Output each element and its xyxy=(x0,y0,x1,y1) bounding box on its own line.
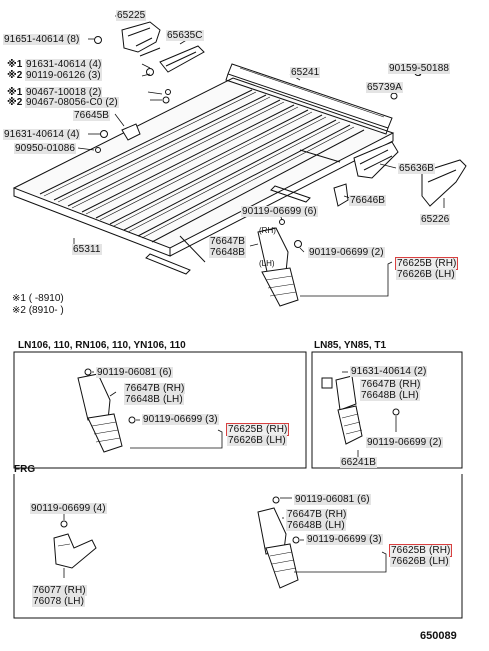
section-a-frame xyxy=(13,351,307,469)
marker-2b: ※2 xyxy=(7,97,23,108)
label-a-90119-06699: 90119-06699 (3) xyxy=(142,414,219,425)
label-c-90119-06081: 90119-06081 (6) xyxy=(294,494,371,505)
label-65226: 65226 xyxy=(420,214,451,225)
label-65311: 65311 xyxy=(72,244,102,255)
figure-code: 650089 xyxy=(420,630,457,642)
label-c-76077: 76077 (RH) xyxy=(32,585,87,596)
label-b-66241b: 66241B xyxy=(340,457,378,468)
section-b-frame xyxy=(311,351,463,469)
label-rh-small: (RH) xyxy=(259,226,276,235)
label-90159-50188: 90159-50188 xyxy=(388,63,451,74)
label-c-90119-06699-4: 90119-06699 (4) xyxy=(30,503,107,514)
section-b-title: LN85, YN85, T1 xyxy=(314,340,387,351)
label-65241: 65241 xyxy=(290,67,321,78)
label-b-90119-06699: 90119-06699 (2) xyxy=(366,437,443,448)
label-90119-06126: 90119-06126 (3) xyxy=(25,70,102,81)
label-65636b: 65636B xyxy=(398,163,436,174)
label-90467-10018: 90467-10018 (2) xyxy=(25,87,103,98)
label-76648b: 76648B xyxy=(209,247,247,258)
label-91631-40614-a: 91631-40614 (4) xyxy=(25,59,103,70)
mudguard-bracket-76646b xyxy=(333,183,349,207)
label-90467-08056-c0: 90467-08056-C0 (2) xyxy=(25,97,119,108)
section-a-parts xyxy=(77,368,223,453)
section-c-parts xyxy=(53,496,387,589)
label-76646b: 76646B xyxy=(349,195,387,206)
label-b-76647b: 76647B (RH) xyxy=(360,379,422,390)
marker-1a: ※1 xyxy=(7,59,23,70)
label-a-76626b: 76626B (LH) xyxy=(227,435,287,446)
label-65225: 65225 xyxy=(116,10,147,21)
label-65635c: 65635C xyxy=(166,30,204,41)
label-76625b-top: 76625B (RH) xyxy=(394,257,459,270)
legend-1: ※1 ( -8910) xyxy=(12,293,64,304)
bracket-65635c xyxy=(159,45,205,73)
side-rail-65241 xyxy=(225,63,393,135)
legend-2: ※2 (8910- ) xyxy=(12,305,64,316)
label-c-76625b: 76625B (RH) xyxy=(388,544,453,557)
marker-1b: ※1 xyxy=(7,87,23,98)
label-a-90119-06081: 90119-06081 (6) xyxy=(96,367,173,378)
label-76645b: 76645B xyxy=(73,110,111,121)
floor-panel-65311 xyxy=(12,77,395,275)
label-90119-06699-2: 90119-06699 (2) xyxy=(308,247,385,258)
section-c-title: FRG xyxy=(14,464,36,475)
label-c-90119-06699-3: 90119-06699 (3) xyxy=(306,534,383,545)
label-c-76626b: 76626B (LH) xyxy=(390,556,450,567)
label-b-91631-40614: 91631-40614 (2) xyxy=(350,366,428,377)
section-c-frame xyxy=(13,474,463,619)
label-91651-40614: 91651-40614 (8) xyxy=(3,34,81,45)
label-90950-01086: 90950-01086 xyxy=(14,143,77,154)
label-90119-06699-6: 90119-06699 (6) xyxy=(241,206,318,217)
bracket-65225 xyxy=(121,21,161,57)
label-91631-40614-b: 91631-40614 (4) xyxy=(3,129,81,140)
label-c-76648b: 76648B (LH) xyxy=(286,520,346,531)
label-c-76078: 76078 (LH) xyxy=(32,596,86,607)
label-lh-small: (LH) xyxy=(259,259,275,268)
label-76626b-top: 76626B (LH) xyxy=(396,269,456,280)
mudguard-top xyxy=(257,227,299,307)
label-76647b: 76647B xyxy=(209,236,247,247)
marker-2a: ※2 xyxy=(7,70,23,81)
label-65739a: 65739A xyxy=(366,82,404,93)
label-c-76647b: 76647B (RH) xyxy=(286,509,348,520)
label-a-76647b: 76647B (RH) xyxy=(124,383,186,394)
label-a-76648b: 76648B (LH) xyxy=(124,394,184,405)
label-a-76625b: 76625B (RH) xyxy=(225,423,290,436)
label-b-76648b: 76648B (LH) xyxy=(360,390,420,401)
section-a-title: LN106, 110, RN106, 110, YN106, 110 xyxy=(18,340,186,351)
